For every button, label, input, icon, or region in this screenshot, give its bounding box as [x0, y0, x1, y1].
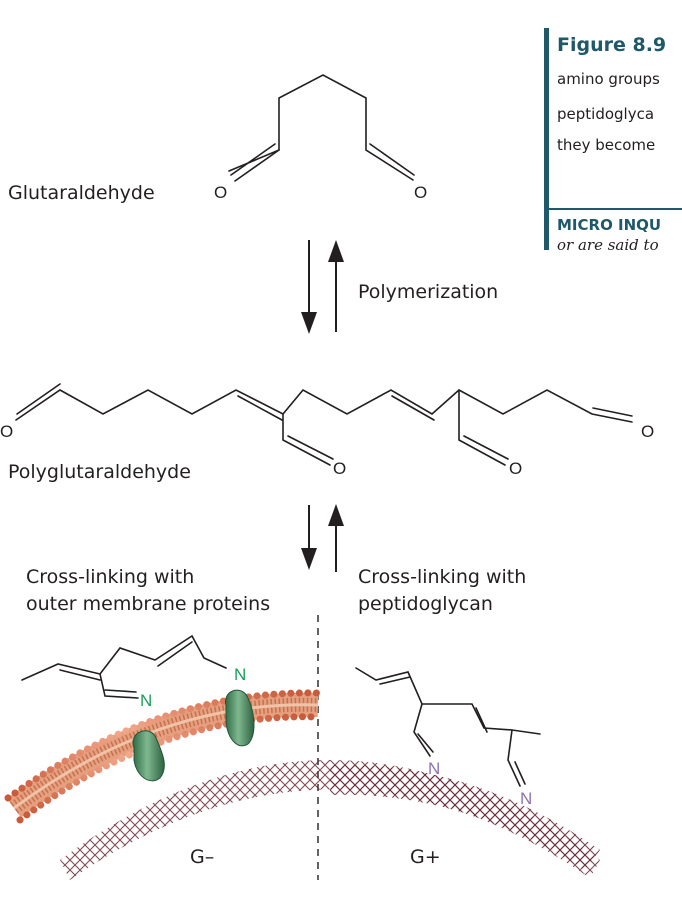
polyglutaraldehyde-label: Polyglutaraldehyde [8, 461, 191, 483]
polyglutaraldehyde-oxygen-left: O [0, 422, 13, 441]
peptidoglycan-layer [60, 760, 600, 880]
polymerization-equilibrium-arrows [308, 240, 337, 332]
polyglutaraldehyde-oxygen-right: O [641, 422, 654, 441]
caption-rule [549, 208, 682, 210]
polyglutaraldehyde-structure [15, 383, 633, 466]
caption-line-2: peptidoglyca [557, 105, 655, 123]
caption-micro-inquiry: MICRO INQU [557, 216, 662, 234]
caption-line-3: they become [557, 136, 656, 154]
caption-italic-text: or are said to [557, 236, 659, 250]
gram-positive-crosslink-chain [355, 667, 541, 787]
glutaraldehyde-structure [228, 74, 415, 182]
down-arrowhead-2 [301, 548, 317, 570]
down-arrowhead [301, 312, 317, 334]
caption-line-1: amino groups [557, 70, 660, 88]
gram-negative-nitrogen-2: N [234, 665, 246, 684]
polyglutaraldehyde-oxygen-mid1: O [333, 459, 346, 478]
gram-negative-label: G– [190, 846, 215, 868]
crosslink-left-line2: outer membrane proteins [26, 593, 271, 615]
glutaraldehyde-oxygen-left: O [214, 183, 227, 202]
membrane-protein-2 [225, 689, 255, 747]
crosslink-left-line1: Cross-linking with [26, 566, 195, 588]
caption-title: Figure 8.9 [557, 34, 667, 56]
crosslink-right-line1: Cross-linking with [358, 566, 527, 588]
gram-positive-nitrogen-2: N [520, 789, 532, 808]
glutaraldehyde-oxygen-right: O [414, 183, 427, 202]
up-arrowhead-2 [328, 504, 344, 526]
caption-accent-bar [544, 28, 549, 250]
polymerization-label: Polymerization [358, 281, 499, 303]
up-arrowhead [328, 240, 344, 262]
membrane-protein-1 [132, 730, 165, 782]
outer-membrane-bilayer [4, 689, 322, 824]
gram-positive-nitrogen-1: N [428, 759, 440, 778]
polyglutaraldehyde-oxygen-mid2: O [509, 459, 522, 478]
gram-negative-crosslink-chain [21, 634, 227, 699]
gram-negative-nitrogen-1: N [140, 691, 152, 710]
glutaraldehyde-label: Glutaraldehyde [8, 182, 155, 204]
gram-positive-label: G+ [410, 846, 441, 868]
figure-caption-box: Figure 8.9 amino groups peptidoglyca the… [544, 28, 682, 250]
crosslinking-equilibrium-arrows [308, 505, 337, 572]
crosslink-right-line2: peptidoglycan [358, 593, 493, 615]
